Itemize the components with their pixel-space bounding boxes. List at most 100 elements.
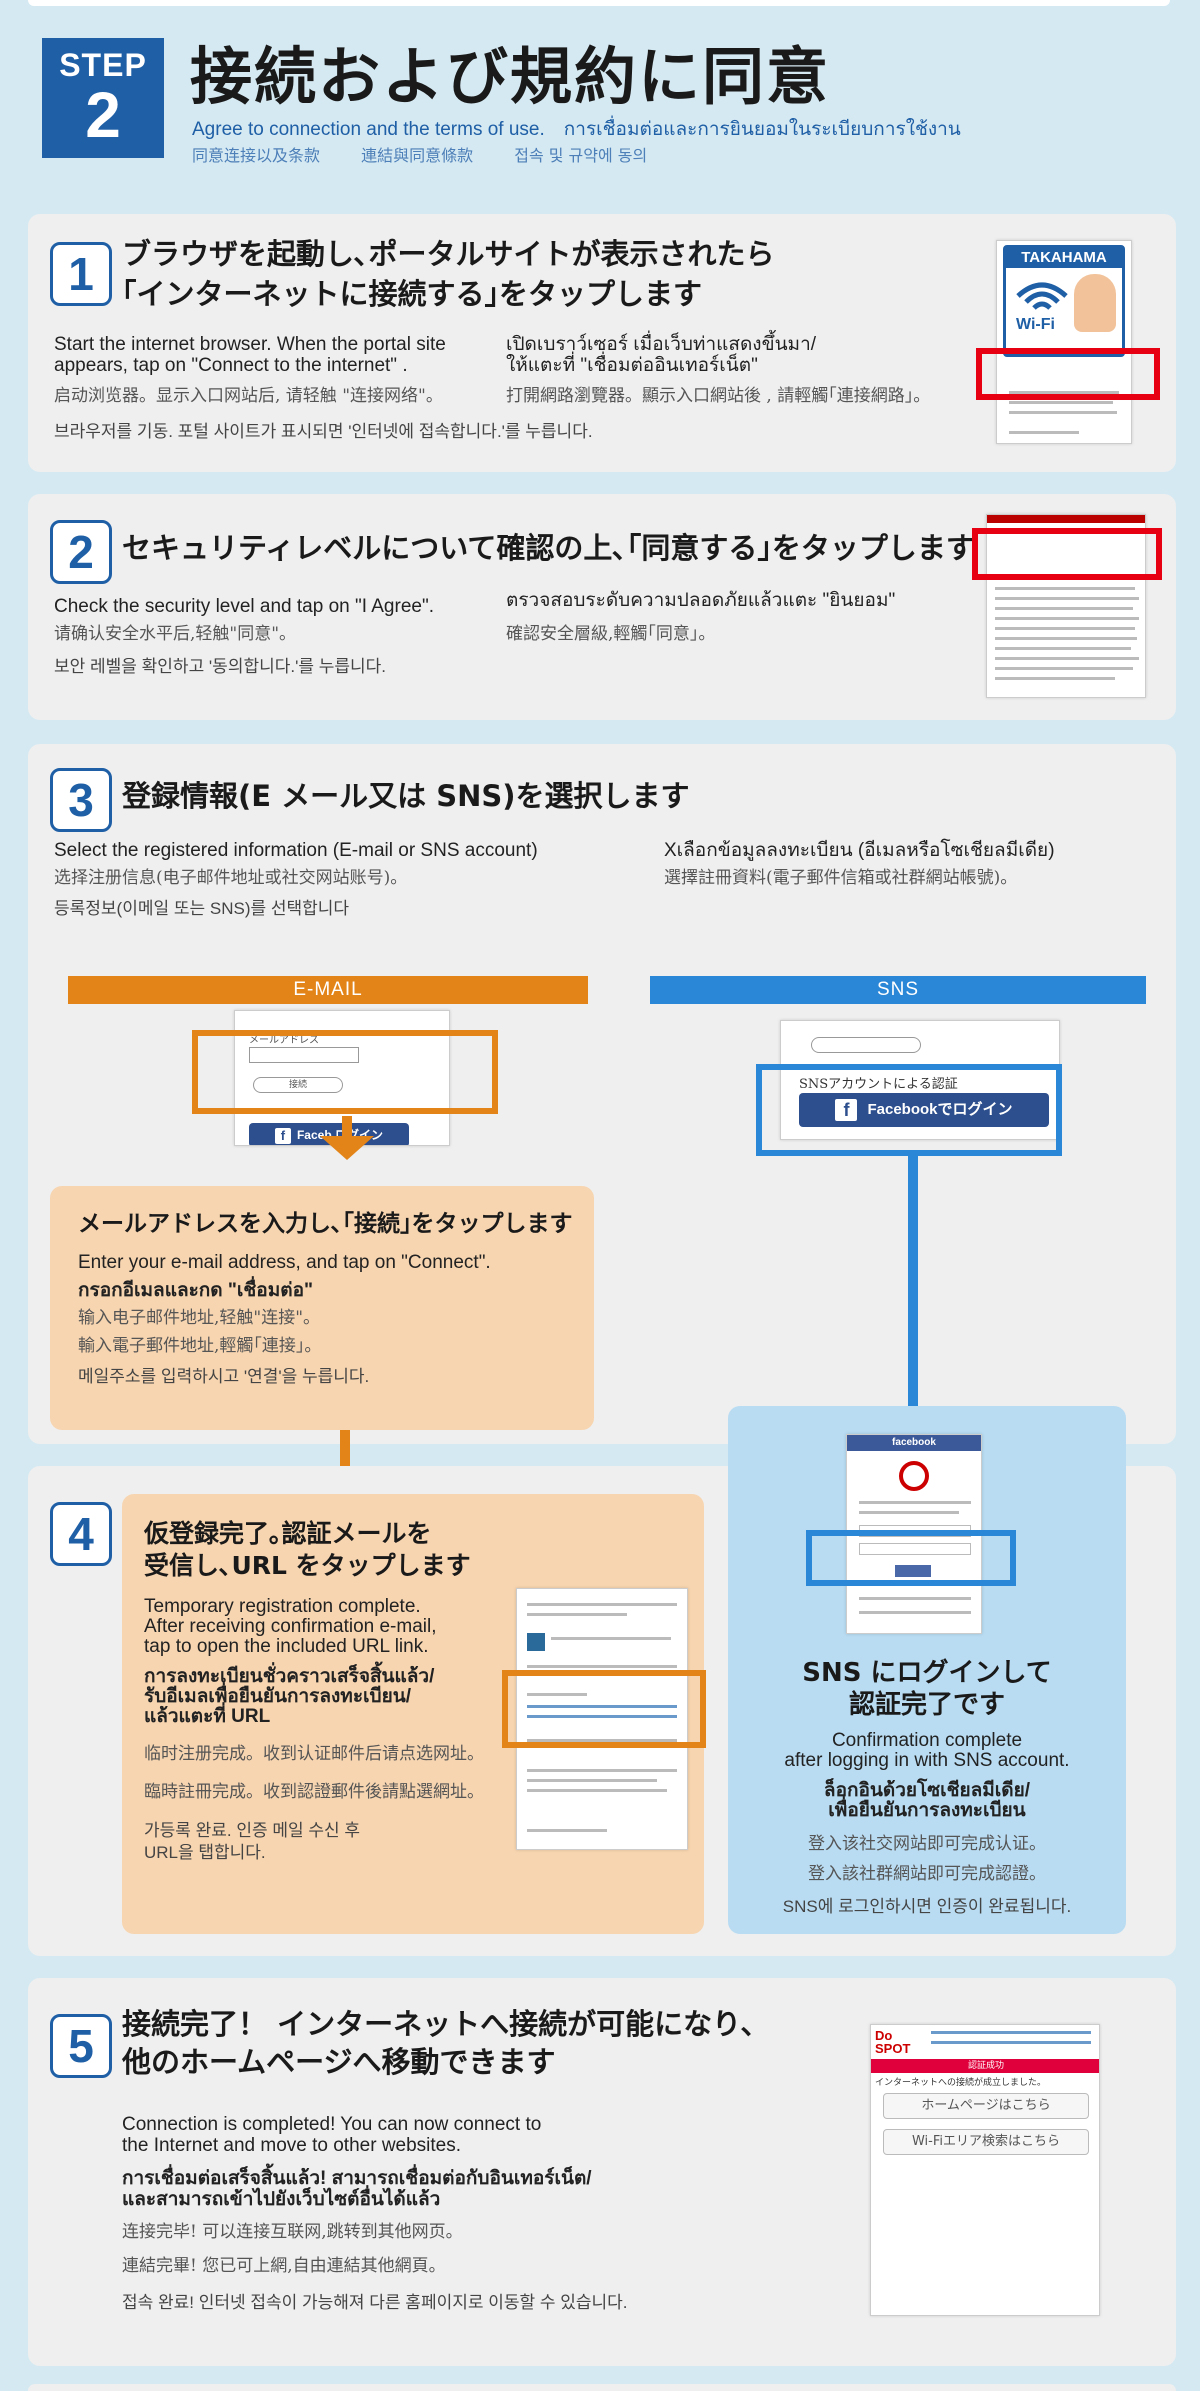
step-4-card: 仮登録完了｡認証メールを 受信し､URL をタップします Temporary r… [122, 1494, 706, 1934]
step-3-cn: 选择注册信息(电子邮件地址或社交网站账号)。 [54, 868, 408, 888]
step-3-tw: 選擇註冊資料(電子郵件信箱或社群網站帳號)。 [664, 868, 1018, 888]
step-5-tw: 連結完畢! 您已可上網,自由連結其他網頁。 [122, 2256, 446, 2276]
step-1-kr: 브라우저를 기동. 포털 사이트가 표시되면 '인터넷에 접속합니다.'를 누릅… [54, 422, 593, 441]
sns-card-en-line1: Confirmation complete [831, 1730, 1023, 1751]
step-4-panel: 4 仮登録完了｡認証メールを 受信し､URL をタップします Temporary… [28, 1406, 1176, 1956]
step-1-en-line1: Start the internet browser. When the por… [54, 334, 446, 355]
step-1-th-line2: ให้แตะที่ "เชื่อมต่ออินเทอร์เน็ต" [506, 355, 758, 376]
step-2-cn: 请确认安全水平后,轻触"同意"。 [54, 624, 297, 644]
step-3-number: 3 [50, 768, 112, 832]
facebook-icon: f [274, 1127, 291, 1144]
email-card-tw: 輸入電子郵件地址,輕觸｢連接｣。 [78, 1336, 322, 1356]
img-wifi-area-button: Wi-Fiエリア検索はこちら [883, 2129, 1089, 2155]
img-mail-label: メールアドレス [249, 1035, 319, 1046]
step-4-en-line2: After receiving confirmation e-mail, [144, 1616, 437, 1637]
step-3-title: 登録情報(E メール又は SNS)を選択します [122, 779, 690, 813]
page-title: 接続および規約に同意 [190, 40, 831, 113]
step-2-highlight-agree [972, 528, 1162, 580]
step-4-url-highlight [502, 1670, 706, 1748]
step-5-title-line1: 接続完了！ インターネットへ接続が可能になり､ [122, 2007, 756, 2041]
step-5-cn: 连接完毕! 可以连接互联网,跳转到其他网页。 [122, 2222, 463, 2242]
email-to-step4-arrow [340, 1430, 350, 1480]
step-5-complete-screenshot: Do SPOT 認証成功 インターネットへの接続が成立しました。 ホームページは… [870, 2024, 1100, 2316]
sns-highlight [756, 1064, 1062, 1156]
step-2-th: ตรวจสอบระดับความปลอดภัยแล้วแตะ "ยินยอม" [506, 590, 896, 611]
img-success-banner: 認証成功 [871, 2059, 1099, 2073]
step-5-th-line2: และสามารถเข้าไปยังเว็บไซต์อื่นได้แล้ว [122, 2189, 441, 2210]
step-4-en-line1: Temporary registration complete. [144, 1596, 421, 1617]
step-3-en: Select the registered information (E-mai… [54, 840, 538, 861]
mascot-image [1074, 274, 1116, 332]
img-success-text: インターネットへの接続が成立しました。 [875, 2078, 1047, 2088]
email-arrow [342, 1116, 352, 1138]
step-1-panel: 1 ブラウザを起動し､ポータルサイトが表示されたら ｢インターネットに接続する｣… [28, 214, 1176, 472]
portal-wifi-label: Wi-Fi [1016, 316, 1055, 333]
step-4-th-line2: รับอีเมลเพื่อยืนยันการลงทะเบียน/ [144, 1686, 411, 1707]
step-5-th-line1: การเชื่อมต่อเสร็จสิ้นแล้ว! สามารถเชื่อมต… [122, 2168, 592, 2189]
email-instruction-card: メールアドレスを入力し､｢接続｣をタップします Enter your e-mai… [50, 1186, 594, 1430]
email-tab: E-MAIL [68, 976, 588, 1004]
step-4-title-line1: 仮登録完了｡認証メールを [144, 1519, 432, 1548]
step-2-kr: 보안 레벨을 확인하고 '동의합니다.'를 누릅니다. [54, 657, 386, 676]
step-5-number: 5 [50, 2014, 112, 2078]
email-highlight [192, 1030, 498, 1114]
sns-card-kr: SNS에 로그인하시면 인증이 완료됩니다. [782, 1897, 1072, 1916]
step-1-cn: 启动浏览器。显示入口网站后, 请轻触 "连接网络"。 [54, 386, 443, 406]
step-2-tw: 確認安全層級,輕觸｢同意｣。 [506, 624, 716, 644]
wifi-icon [1016, 282, 1068, 310]
dospot-logo-small [899, 1461, 929, 1491]
email-card-en: Enter your e-mail address, and tap on "C… [78, 1252, 491, 1273]
step-5-en-line2: the Internet and move to other websites. [122, 2135, 462, 2156]
sns-card-title-line2: 認証完了です [848, 1690, 1005, 1720]
sns-confirm-highlight [806, 1530, 1016, 1586]
step-2-terms-screenshot [986, 514, 1146, 698]
page-subtitle-en-th: Agree to connection and the terms of use… [192, 119, 961, 140]
step-3-panel: 3 登録情報(E メール又は SNS)を選択します Select the reg… [28, 744, 1176, 1450]
step-4-en-line3: tap to open the included URL link. [144, 1636, 429, 1657]
email-card-cn: 输入电子邮件地址,轻触"连接"。 [78, 1308, 321, 1328]
page-subtitle-cjk: 同意连接以及条款 連結與同意條款 접속 및 규약에 동의 [192, 142, 683, 166]
portal-brand: TAKAHAMA [1006, 248, 1122, 268]
email-card-title: メールアドレスを入力し､｢接続｣をタップします [78, 1211, 573, 1237]
step-1-title-line1: ブラウザを起動し､ポータルサイトが表示されたら [122, 237, 775, 271]
img-connect-button: 接続 [253, 1077, 343, 1093]
step-1-tw: 打開網路瀏覽器。顯示入口網站後 , 請輕觸｢連接網路｣。 [506, 386, 931, 406]
step-5-en-line1: Connection is completed! You can now con… [122, 2114, 542, 2135]
step-number: 2 [85, 79, 121, 151]
sns-card-title-line1: SNS にログインして [802, 1658, 1052, 1688]
top-edge [28, 0, 1170, 6]
bottom-edge [28, 2384, 1176, 2391]
step-1-highlight-connect [976, 348, 1160, 400]
step-badge: STEP 2 [42, 38, 164, 158]
step-4-title-line2: 受信し､URL をタップします [144, 1551, 471, 1580]
step-2-en: Check the security level and tap on "I A… [54, 596, 434, 617]
step-5-panel: 5 接続完了！ インターネットへ接続が可能になり､ 他のホームページへ移動できま… [28, 1978, 1176, 2366]
step-3-th: Xเลือกข้อมูลลงทะเบียน (อีเมลหรือโซเชียลม… [664, 840, 1055, 861]
sns-card-en-line2: after logging in with SNS account. [784, 1750, 1070, 1771]
step-4-number: 4 [50, 1502, 112, 1566]
step-4-kr-line2: URL을 탭합니다. [144, 1843, 266, 1862]
step-2-title: セキュリティレベルについて確認の上､｢同意する｣をタップします [122, 531, 975, 565]
step-1-number: 1 [50, 242, 112, 306]
step-5-title-line2: 他のホームページへ移動できます [122, 2045, 556, 2079]
step-word: STEP [59, 47, 147, 83]
sns-instruction-card: facebook SNS にログインして 認証完了です Confirmation… [728, 1406, 1126, 1934]
step-4-th-line1: การลงทะเบียนชั่วคราวเสร็จสิ้นแล้ว/ [144, 1666, 435, 1687]
img-sns-label: SNSアカウントによる認証 [799, 1077, 958, 1092]
step-2-panel: 2 セキュリティレベルについて確認の上､｢同意する｣をタップします Check … [28, 494, 1176, 720]
sns-arrow [908, 1156, 918, 1426]
sns-card-cn: 登入该社交网站即可完成认证。 [808, 1834, 1046, 1854]
step-4-email-screenshot [516, 1588, 688, 1850]
sns-card-tw: 登入該社群網站即可完成認證。 [808, 1864, 1046, 1884]
subtitle-kr: 접속 및 규약에 동의 [514, 146, 648, 165]
step-1-th-line1: เปิดเบราว์เซอร์ เมื่อเว็บท่าแสดงขึ้นมา/ [506, 334, 817, 355]
step-4-kr-line1: 가등록 완료. 인증 메일 수신 후 [144, 1821, 361, 1840]
step-4-tw: 臨時註冊完成。收到認證郵件後請點選網址。 [144, 1782, 484, 1802]
step-3-kr: 등록정보(이메일 또는 SNS)를 선택합니다 [54, 899, 350, 918]
step-1-en-line2: appears, tap on "Connect to the internet… [54, 355, 408, 376]
step-1-title-line2: ｢インターネットに接続する｣をタップします [122, 277, 703, 311]
step-4-cn: 临时注册完成。收到认证邮件后请点选网址。 [144, 1744, 484, 1764]
img-facebook-header: facebook [847, 1435, 981, 1451]
sns-card-th-line2: เพื่อยืนยันการลงทะเบียน [828, 1800, 1026, 1821]
